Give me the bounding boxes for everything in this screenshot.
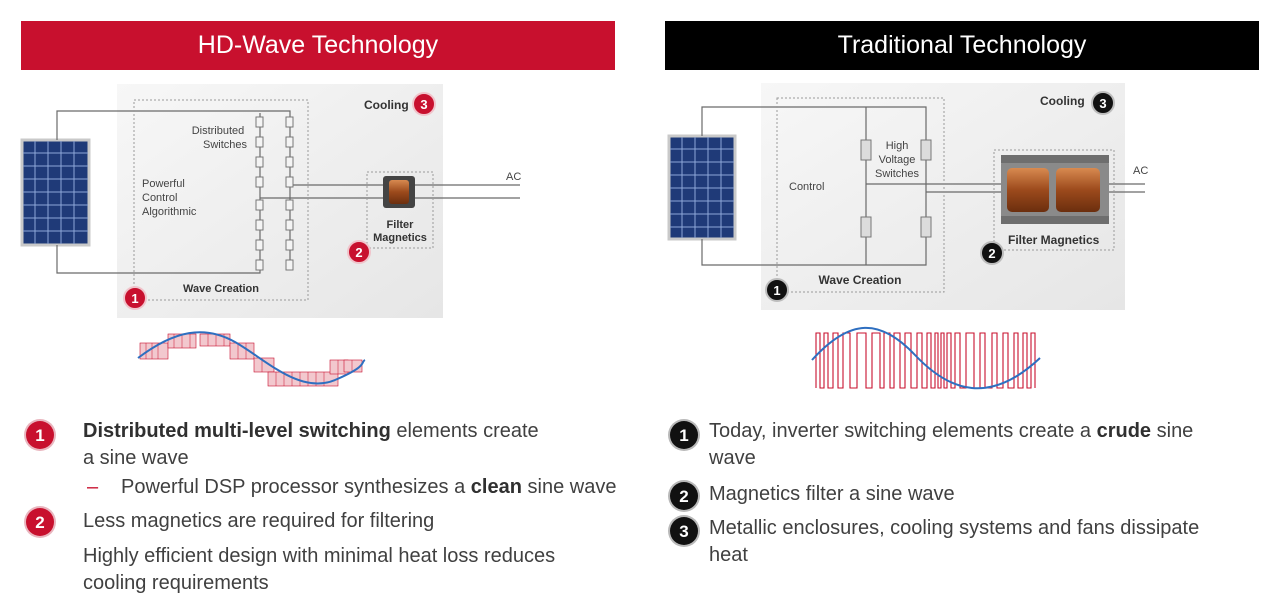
traditional-diagram: Cooling Control High Voltage Switches Fi… — [667, 83, 1148, 390]
marker-3-icon: 3 — [412, 92, 436, 116]
control-label-2: Control — [142, 192, 177, 204]
inductor-icon — [383, 176, 415, 208]
high-voltage-label-2: Voltage — [879, 154, 916, 166]
multilevel-waveform-icon — [137, 331, 366, 387]
svg-text:3: 3 — [420, 97, 427, 112]
filter-magnetics-label: Filter Magnetics — [1008, 233, 1100, 247]
transformer-icon — [1001, 155, 1109, 224]
high-voltage-label-3: Switches — [875, 168, 920, 180]
traditional-title-banner: Traditional Technology — [665, 21, 1259, 70]
marker-3-icon: 3 — [1091, 91, 1115, 115]
high-voltage-switches-icon — [860, 139, 932, 238]
wave-creation-box — [776, 97, 945, 293]
control-label-1: Powerful — [142, 178, 185, 190]
marker-1-icon: 1 — [765, 278, 789, 302]
svg-text:1: 1 — [773, 283, 780, 298]
svg-text:2: 2 — [355, 245, 362, 260]
bullet-1-text: Distributed multi-level switching elemen… — [83, 420, 539, 469]
hd-wave-title-banner: HD-Wave Technology — [21, 21, 615, 70]
wave-creation-box — [133, 99, 309, 301]
distributed-label-2: Switches — [203, 139, 248, 151]
solar-panel-icon — [20, 138, 91, 247]
bullet-2-icon: 2 — [670, 482, 698, 510]
control-label-3: Algorithmic — [142, 206, 197, 218]
bullet-2-text: Magnetics filter a sine wave — [709, 483, 955, 505]
ac-label: AC — [506, 171, 521, 183]
cooling-label: Cooling — [364, 98, 409, 112]
hd-wave-title: HD-Wave Technology — [197, 31, 439, 59]
distributed-switches-icon — [255, 116, 294, 271]
sub-bullet-text: Powerful DSP processor synthesizes a cle… — [121, 476, 617, 498]
sub-bullet-dash-icon: – — [87, 476, 99, 498]
bullet-3-text: Metallic enclosures, cooling systems and… — [709, 517, 1200, 566]
marker-2-icon: 2 — [347, 240, 371, 264]
hd-wave-diagram: Cooling Distributed Switches Powerful Co… — [20, 84, 521, 387]
cooling-label: Cooling — [1040, 94, 1085, 108]
high-voltage-label-1: High — [886, 140, 909, 152]
svg-text:3: 3 — [1099, 96, 1106, 111]
svg-text:2: 2 — [988, 246, 995, 261]
traditional-title: Traditional Technology — [837, 31, 1087, 59]
solar-panel-icon — [667, 134, 737, 241]
bullet-1-icon: 1 — [26, 421, 54, 449]
wave-creation-label: Wave Creation — [183, 283, 259, 295]
distributed-label-1: Distributed — [192, 125, 245, 137]
bullet-2-icon: 2 — [26, 508, 54, 536]
wave-creation-label: Wave Creation — [819, 273, 902, 287]
bullet-3-text: Highly efficient design with minimal hea… — [83, 545, 556, 594]
svg-text:1: 1 — [131, 291, 138, 306]
filter-label-1: Filter — [387, 219, 415, 231]
ac-label: AC — [1133, 165, 1148, 177]
bullet-3-icon: 3 — [670, 517, 698, 545]
pwm-waveform-icon — [811, 326, 1041, 390]
filter-box — [366, 171, 434, 249]
filter-label-2: Magnetics — [373, 232, 427, 244]
marker-2-icon: 2 — [980, 241, 1004, 265]
bullet-2-text: Less magnetics are required for filterin… — [83, 510, 435, 532]
marker-1-icon: 1 — [123, 286, 147, 310]
bullet-1-icon: 1 — [670, 421, 698, 449]
control-label: Control — [789, 181, 824, 193]
filter-box — [993, 149, 1115, 251]
bullet-1-text: Today, inverter switching elements creat… — [709, 420, 1194, 469]
